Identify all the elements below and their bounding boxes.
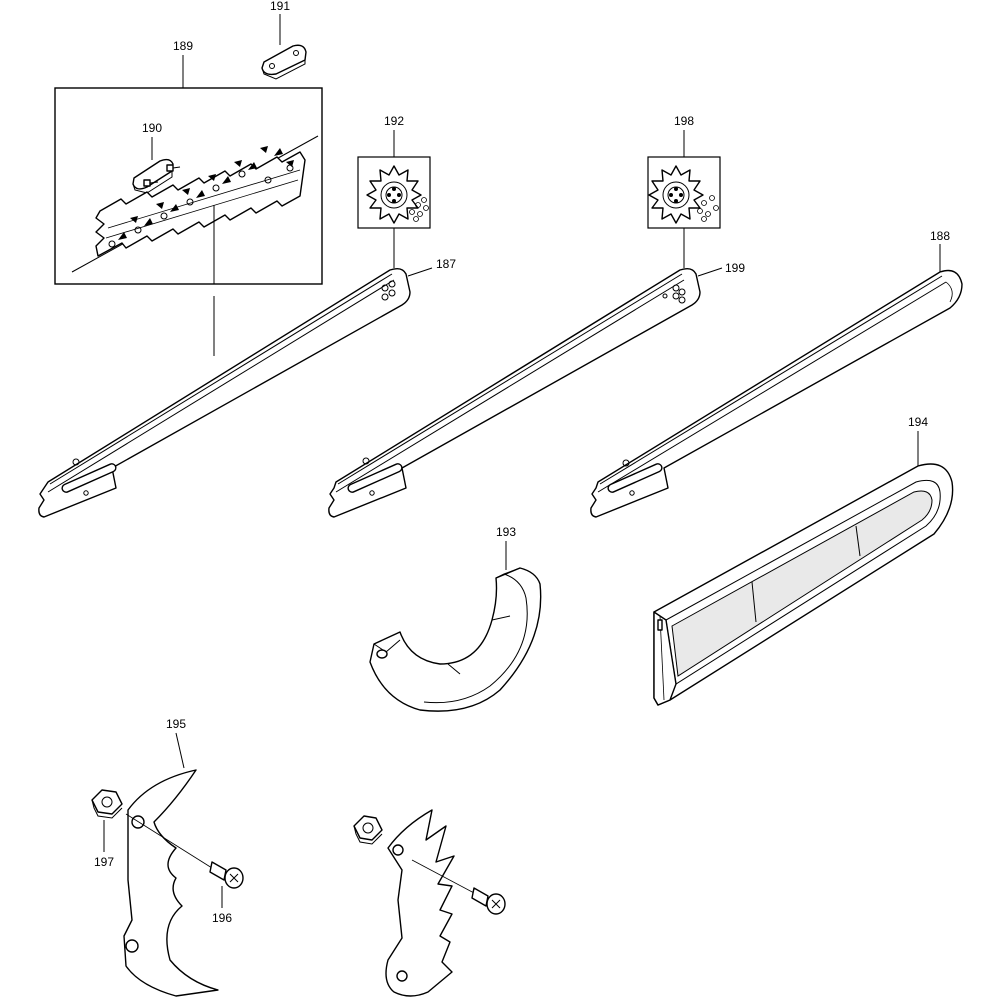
label-194: 194 bbox=[908, 415, 928, 429]
joint-link-191 bbox=[261, 44, 307, 80]
nut-197 bbox=[91, 789, 123, 819]
label-198: 198 bbox=[674, 114, 694, 128]
label-197: 197 bbox=[94, 855, 114, 869]
guide-bar-187 bbox=[38, 267, 411, 518]
guide-bar-188 bbox=[590, 269, 963, 518]
label-190: 190 bbox=[142, 121, 162, 135]
label-191: 191 bbox=[270, 0, 290, 13]
guide-bar-199 bbox=[328, 267, 701, 518]
label-195: 195 bbox=[166, 717, 186, 731]
label-192: 192 bbox=[384, 114, 404, 128]
label-199: 199 bbox=[725, 261, 745, 275]
bar-cover-194 bbox=[653, 463, 954, 706]
joint-link-190 bbox=[132, 158, 181, 194]
label-196: 196 bbox=[212, 911, 232, 925]
chain-kit-frame bbox=[54, 87, 323, 285]
sprocket-198 bbox=[647, 156, 721, 229]
sprocket-192 bbox=[357, 156, 431, 229]
screw-196 bbox=[209, 861, 244, 889]
chain-guard-193 bbox=[369, 567, 542, 712]
spike-bumper-toothed bbox=[385, 809, 455, 997]
label-189: 189 bbox=[173, 39, 193, 53]
label-187: 187 bbox=[436, 257, 456, 271]
nut-right bbox=[353, 815, 383, 845]
screw-right bbox=[471, 887, 506, 915]
spike-bumper-195 bbox=[123, 769, 219, 997]
label-193: 193 bbox=[496, 525, 516, 539]
saw-chain bbox=[71, 135, 319, 273]
label-188: 188 bbox=[930, 229, 950, 243]
